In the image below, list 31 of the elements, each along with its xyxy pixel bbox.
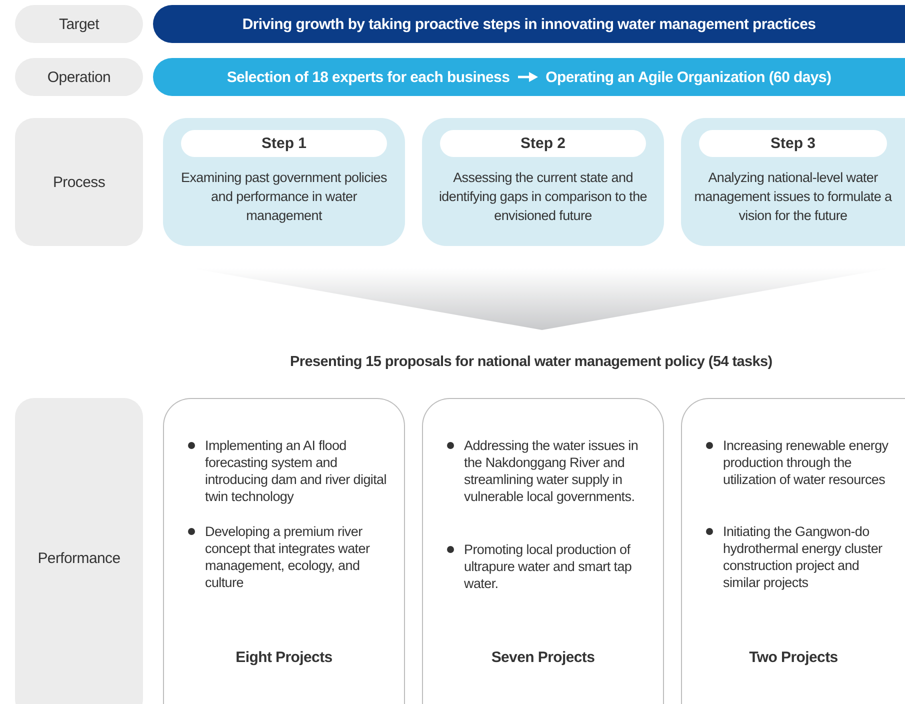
category-label: Operation <box>47 68 111 86</box>
step-heading: Step 1 <box>181 130 387 157</box>
bullet-text: Initiating the Gangwon-do hydrothermal energy cluster construction project and similar projects <box>723 523 884 591</box>
category-label: Target <box>59 16 99 32</box>
bullet-text: Increasing renewable energy production through the utilization of water resources <box>723 437 890 488</box>
step-card <box>163 118 405 246</box>
step-description: Examining past government policies and performance in water management <box>180 169 388 225</box>
step-card <box>422 118 664 246</box>
operation-banner <box>153 58 905 96</box>
bullet-text: Addressing the water issues in the Nakdonggang River and streamlining water supply in vulnerable local governments. <box>464 437 640 505</box>
bullet-text: Developing a premium river concept that integrates water management, ecology, and culture <box>205 523 371 591</box>
step-description: Analyzing national-level water management issues to formulate a vision for the future <box>693 169 893 225</box>
bullet-text: Promoting local production of ultrapure water and smart tap water. <box>464 541 633 592</box>
step-heading: Step 2 <box>440 130 646 157</box>
project-card <box>422 398 664 704</box>
project-count: Eight Projects <box>234 649 334 666</box>
bullet-text: Implementing an AI flood forecasting system and introducing dam and river digital twin technology <box>205 437 388 505</box>
category-label: Performance <box>38 550 120 566</box>
project-card <box>163 398 405 704</box>
project-count: Seven Projects <box>490 649 596 666</box>
project-count: Two Projects <box>748 649 839 666</box>
banner-text: Selection of 18 experts for each business <box>226 68 510 86</box>
summary-heading: Presenting 15 proposals for national water management policy (54 tasks) <box>290 354 772 370</box>
banner-text: Operating an Agile Organization (60 days) <box>546 68 832 86</box>
target-banner <box>153 5 905 43</box>
step-card <box>681 118 905 246</box>
banner-text: Driving growth by taking proactive steps in innovating water management practices <box>242 16 816 32</box>
project-card <box>681 398 905 704</box>
step-heading: Step 3 <box>699 130 887 157</box>
category-label: Process <box>52 174 106 190</box>
step-description: Assessing the current state and identifying gaps in comparison to the envisioned future <box>438 169 648 225</box>
